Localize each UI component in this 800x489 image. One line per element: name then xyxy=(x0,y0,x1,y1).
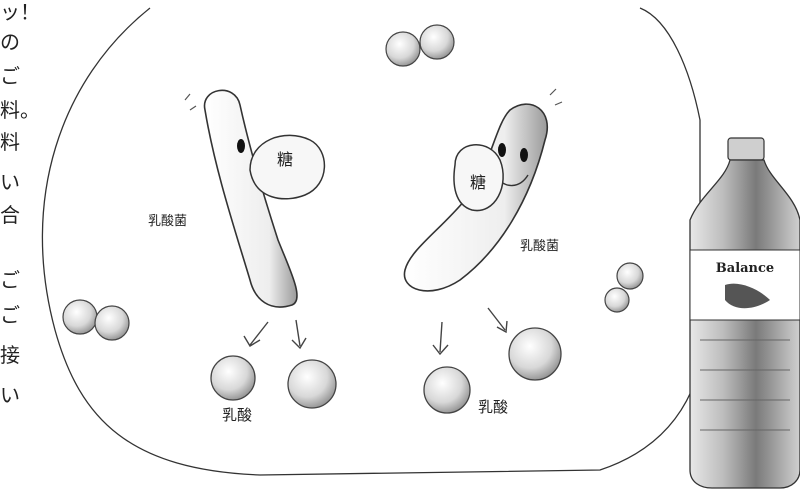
bacterium-left-label: 乳酸菌 xyxy=(148,214,187,229)
margin-char: 合 xyxy=(0,205,20,225)
margin-char: 接 xyxy=(0,345,20,365)
arrows-left xyxy=(244,320,306,348)
lactic-acid-pair-right xyxy=(605,263,643,312)
outline-circle xyxy=(42,8,706,475)
arrows-right xyxy=(433,308,507,354)
sugar-left-label: 糖 xyxy=(277,150,293,169)
margin-char: 料 xyxy=(0,132,20,152)
margin-char: ご xyxy=(0,270,20,290)
left-margin-text: ッ！ の ご 料。 料 い 合 ご ご 接 い xyxy=(0,0,30,420)
lactic-acid-pair-left xyxy=(63,300,129,340)
lactic-acid-right-label: 乳酸 xyxy=(478,398,508,416)
margin-char: い xyxy=(0,385,20,405)
sugar-right-label: 糖 xyxy=(470,173,486,192)
bacterium-right-label: 乳酸菌 xyxy=(520,239,559,254)
lactic-acid-left-label: 乳酸 xyxy=(222,406,252,424)
bottle: Balance xyxy=(690,138,800,488)
margin-char: ッ！ xyxy=(0,2,40,22)
margin-char: 料。 xyxy=(0,100,40,120)
sugar-right: 糖 xyxy=(454,145,503,211)
sugar-left: 糖 xyxy=(250,135,324,198)
lactic-acid-left xyxy=(211,356,336,408)
margin-char: ご xyxy=(0,305,20,325)
margin-char: の xyxy=(0,32,20,52)
bottle-brand: Balance xyxy=(716,261,774,276)
margin-char: い xyxy=(0,172,20,192)
lactic-acid-pair-top xyxy=(386,25,454,66)
margin-char: ご xyxy=(0,66,20,86)
